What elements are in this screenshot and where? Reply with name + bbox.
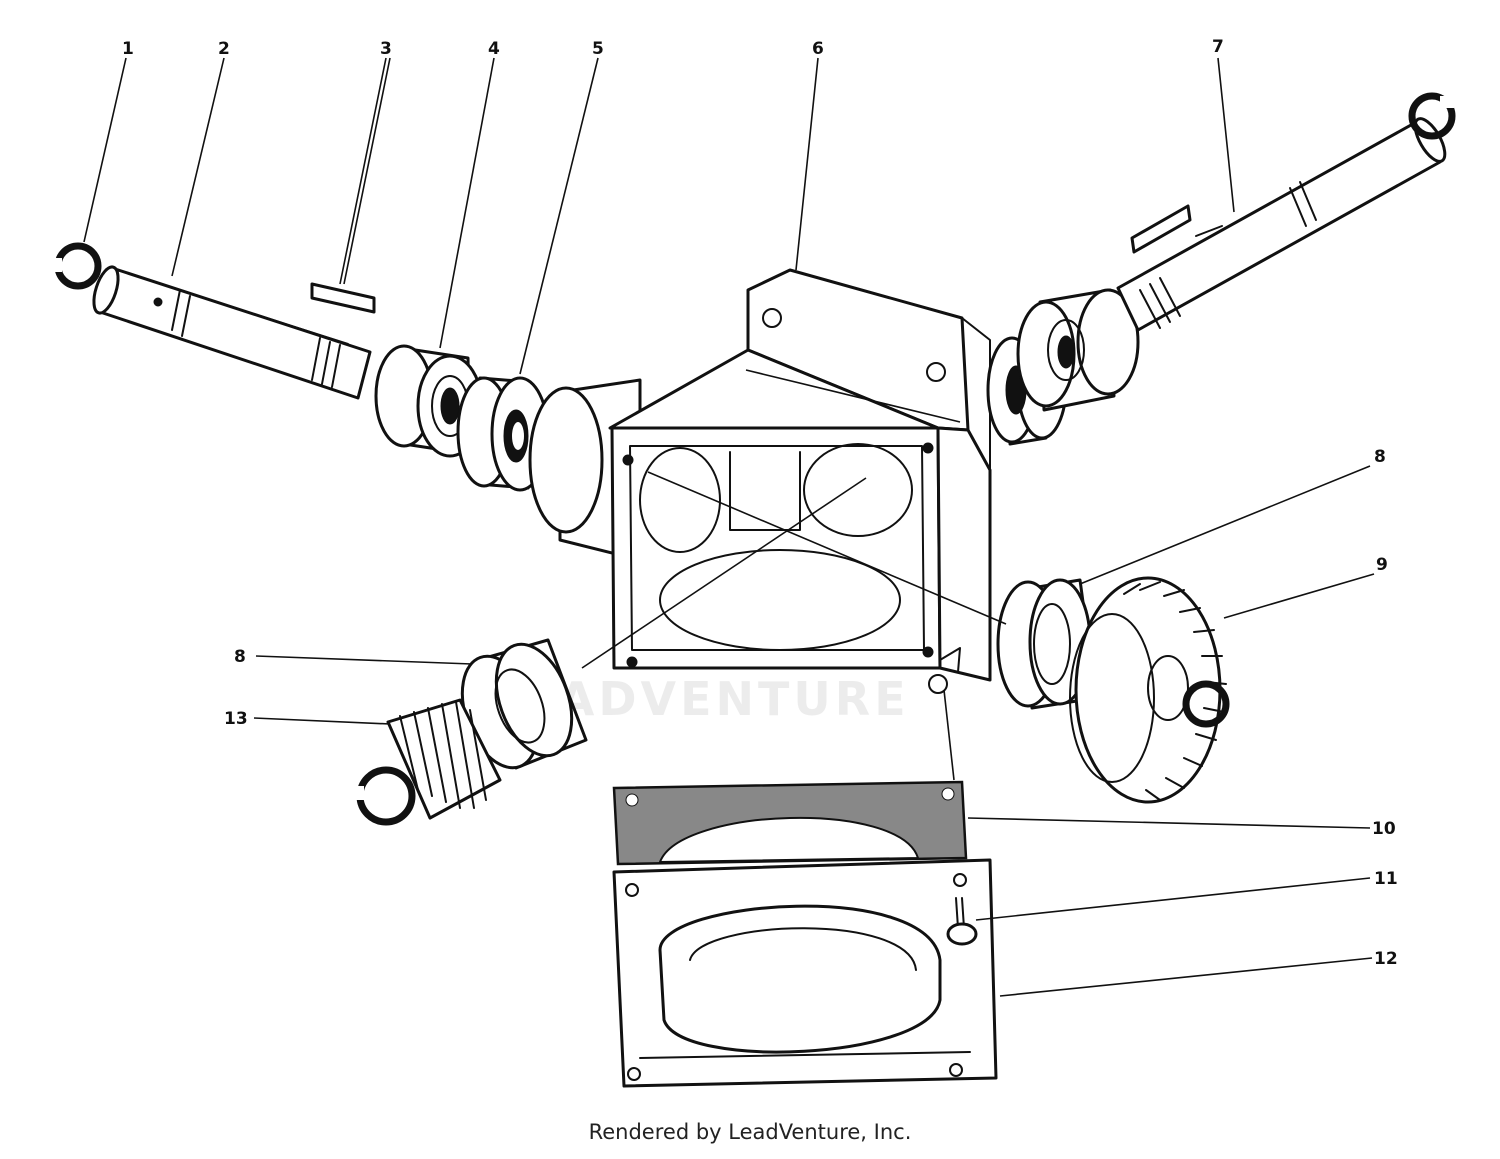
part-7-right-shaft[interactable] xyxy=(1116,114,1451,332)
part-1-snap-ring-right[interactable] xyxy=(1408,92,1456,140)
callout-9: 9 xyxy=(1376,555,1388,575)
callout-7: 7 xyxy=(1212,37,1224,57)
callout-13: 13 xyxy=(224,709,248,729)
callout-1: 1 xyxy=(122,39,134,59)
part-11-screw[interactable] xyxy=(946,897,978,946)
callout-8-right: 8 xyxy=(1374,447,1386,467)
part-13-pinion-gear[interactable] xyxy=(352,698,502,826)
part-4-bearing-right[interactable] xyxy=(1016,288,1140,412)
part-6-gear-housing[interactable] xyxy=(528,268,992,694)
callout-6: 6 xyxy=(812,39,824,59)
part-9-bevel-gear[interactable] xyxy=(1069,576,1230,804)
callout-10: 10 xyxy=(1372,819,1396,839)
callout-8-left: 8 xyxy=(234,647,246,667)
part-12-cover-plate[interactable] xyxy=(612,858,998,1088)
callout-5: 5 xyxy=(592,39,604,59)
callout-2: 2 xyxy=(218,39,230,59)
callout-3: 3 xyxy=(380,39,392,59)
part-1-snap-ring[interactable] xyxy=(50,242,102,290)
callout-12: 12 xyxy=(1374,949,1398,969)
part-10-gasket[interactable] xyxy=(612,780,968,866)
callout-labels: 1 2 3 4 5 6 7 8 9 8 13 10 11 12 xyxy=(122,37,1398,969)
part-8-bearing-right[interactable] xyxy=(996,578,1098,710)
part-3-key-right[interactable] xyxy=(1130,204,1192,254)
part-3-key[interactable] xyxy=(310,282,376,314)
leader-lines xyxy=(83,57,1375,997)
callout-4: 4 xyxy=(488,39,500,59)
callout-11: 11 xyxy=(1374,869,1398,889)
footer-credit: Rendered by LeadVenture, Inc. xyxy=(588,1120,912,1144)
part-2-left-shaft[interactable] xyxy=(89,264,372,400)
